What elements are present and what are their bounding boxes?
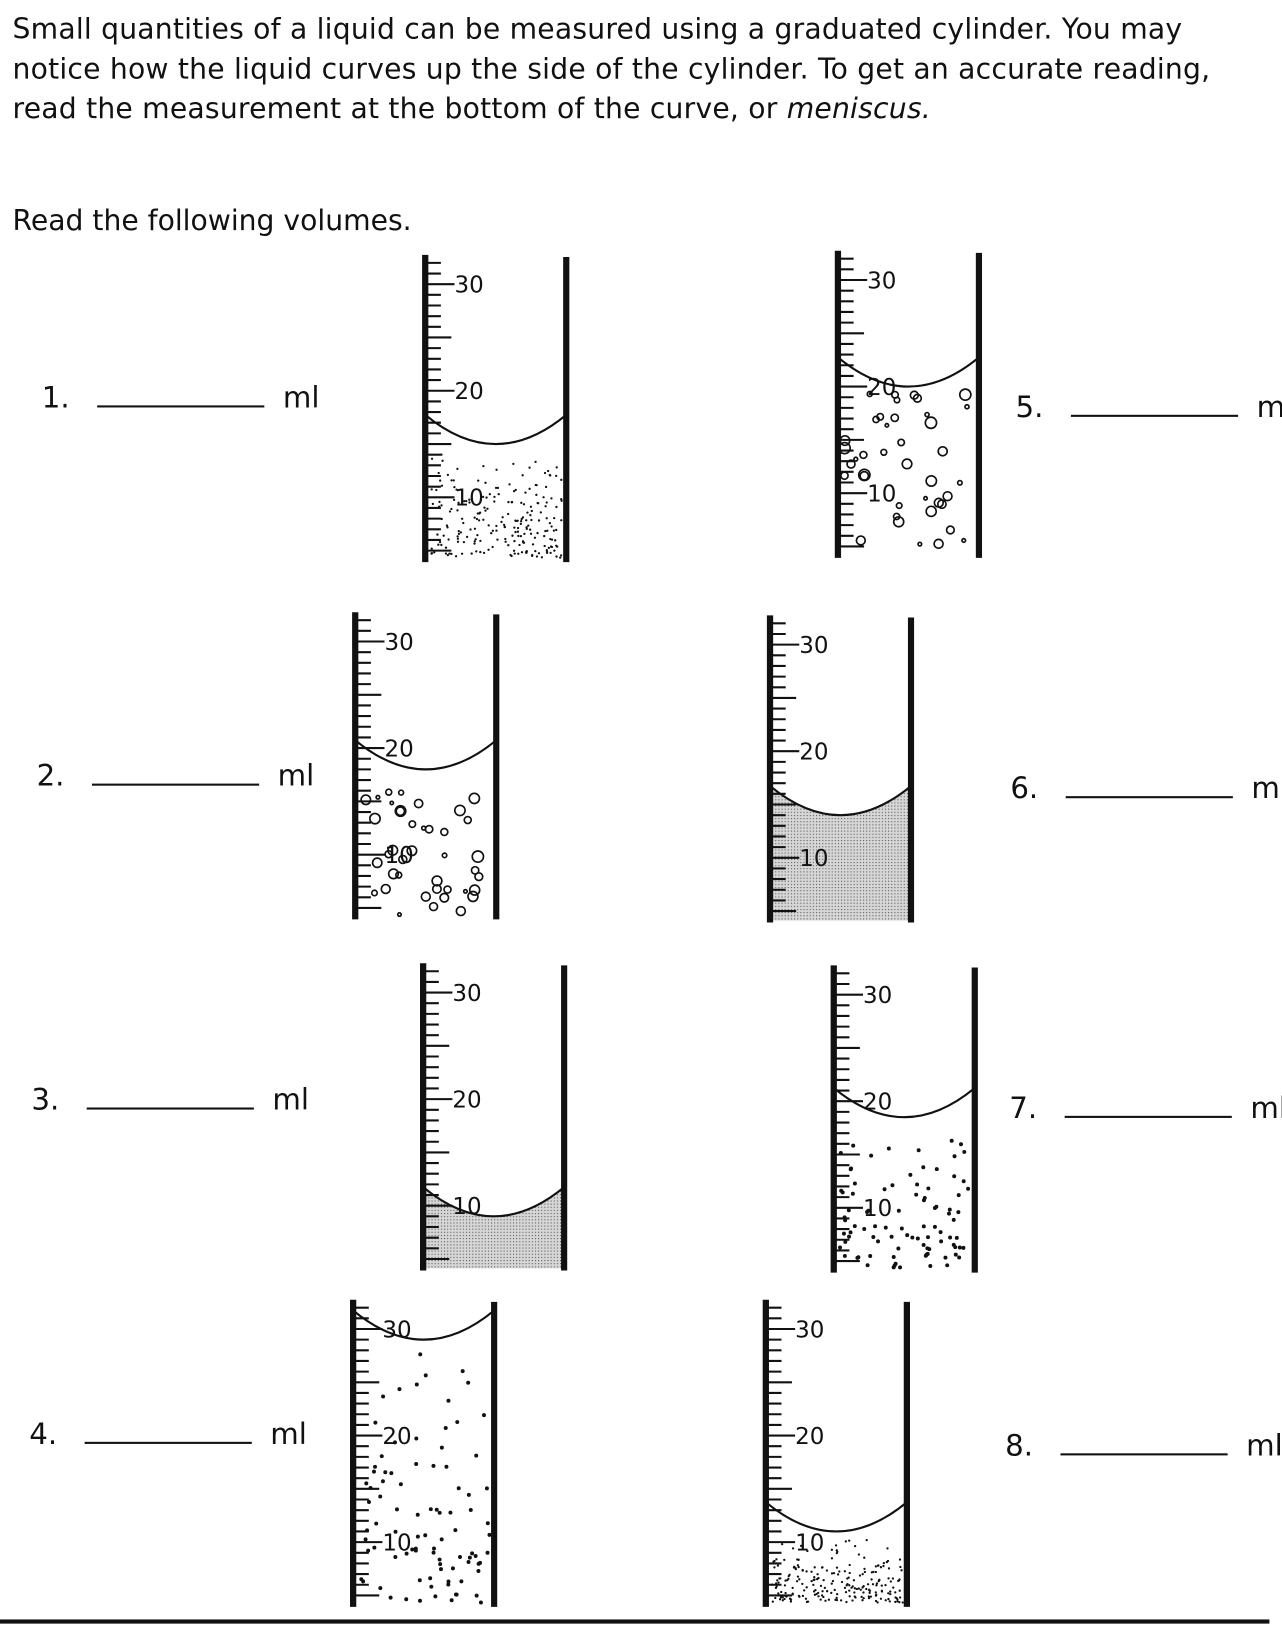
scale-label-10: 10 [382, 1530, 411, 1556]
cylinder-svg: 30 20 10 [420, 963, 568, 1271]
scale-ticks [353, 1306, 383, 1597]
scale-label-20: 20 [384, 736, 413, 762]
cylinder-svg: 30 20 10 [422, 254, 570, 563]
meniscus-term: meniscus. [786, 92, 931, 126]
scale-label-20: 20 [795, 1424, 824, 1450]
liquid-texture [359, 1352, 492, 1605]
scale-label-20: 20 [452, 1087, 481, 1113]
question-8: 8. ml [1005, 1428, 1282, 1462]
question-number: 2. [36, 758, 65, 794]
graduated-cylinder-2: 30 20 10 [348, 608, 500, 926]
scale-label-10: 10 [452, 1194, 481, 1220]
liquid-texture [838, 1138, 971, 1270]
scale-label-10: 10 [384, 843, 413, 869]
meniscus [765, 1501, 908, 1533]
scale-ticks [355, 619, 385, 909]
question-number: 7. [1009, 1090, 1038, 1126]
bottom-rule [0, 1619, 1270, 1624]
unit-label: ml [1257, 390, 1282, 424]
unit-label: ml [277, 758, 315, 794]
question-2: 2. ml [37, 759, 315, 793]
question-number: 6. [1010, 771, 1039, 806]
meniscus [837, 356, 980, 388]
graduated-cylinder-1: 30 20 10 [418, 251, 570, 569]
answer-blank[interactable] [84, 1441, 252, 1444]
answer-blank[interactable] [1065, 795, 1233, 799]
scale-label-30: 30 [867, 268, 896, 294]
scale-label-20: 20 [382, 1424, 411, 1450]
scale-label-30: 30 [452, 981, 481, 1007]
cylinder-svg: 30 20 10 [766, 615, 915, 923]
graduated-cylinder-3: 30 20 10 [416, 959, 568, 1277]
scale-label-30: 30 [799, 633, 828, 659]
scale-label-10: 10 [454, 486, 483, 512]
scale-ticks [833, 972, 864, 1263]
scale-label-20: 20 [454, 379, 483, 405]
scale-label-30: 30 [382, 1317, 411, 1343]
unit-label: ml [1246, 1428, 1282, 1463]
question-1: 1. ml [42, 380, 320, 414]
cylinder-svg: 30 20 10 [350, 1299, 498, 1607]
liquid-texture [770, 1539, 904, 1604]
cylinder-svg: 30 20 10 [762, 1299, 911, 1607]
question-number: 1. [41, 380, 70, 415]
question-number: 4. [29, 1416, 58, 1452]
liquid [423, 1187, 565, 1269]
graduated-cylinder-8: 30 20 10 [759, 1296, 911, 1614]
question-6: 6. ml [1010, 771, 1282, 805]
unit-label: ml [270, 1416, 307, 1452]
answer-blank[interactable] [91, 783, 259, 786]
unit-label: ml [1250, 1090, 1282, 1126]
answer-blank[interactable] [1060, 1452, 1228, 1456]
question-4: 4. ml [29, 1417, 307, 1451]
unit-label: ml [1251, 771, 1282, 806]
answer-blank[interactable] [96, 404, 265, 408]
scale-ticks [765, 1306, 796, 1597]
question-number: 5. [1015, 389, 1044, 425]
cylinder-svg: 30 20 10 [830, 965, 978, 1273]
meniscus [769, 785, 912, 817]
liquid [353, 1310, 494, 1604]
unit-label: ml [272, 1082, 310, 1117]
intro-paragraph: Small quantities of a liquid can be meas… [13, 10, 1246, 129]
liquid [770, 785, 912, 921]
answer-blank[interactable] [86, 1106, 254, 1110]
answer-blank[interactable] [1070, 414, 1238, 417]
meniscus [833, 1087, 976, 1119]
meniscus [354, 739, 497, 771]
scale-ticks [837, 257, 868, 548]
scale-label-30: 30 [863, 983, 892, 1009]
scale-label-30: 30 [454, 273, 483, 299]
scale-label-10: 10 [799, 846, 828, 872]
scale-label-10: 10 [867, 482, 896, 508]
meniscus [424, 413, 567, 446]
intro-text: Small quantities of a liquid can be meas… [12, 13, 1211, 126]
scale-label-30: 30 [795, 1317, 824, 1343]
meniscus [422, 1186, 565, 1218]
question-7: 7. ml [1009, 1091, 1282, 1125]
scale-label-30: 30 [384, 630, 413, 656]
instruction: Read the following volumes. [12, 204, 412, 238]
question-3: 3. ml [31, 1082, 309, 1116]
unit-label: ml [282, 380, 320, 415]
scale-label-20: 20 [863, 1090, 892, 1116]
question-number: 8. [1005, 1428, 1034, 1463]
answer-blank[interactable] [1064, 1115, 1232, 1118]
scale-label-10: 10 [863, 1196, 892, 1222]
liquid-texture [838, 388, 972, 550]
liquid-texture [430, 453, 563, 559]
question-number: 3. [31, 1082, 60, 1117]
meniscus [352, 1309, 495, 1341]
graduated-cylinder-6: 30 20 10 [763, 611, 915, 929]
question-5: 5. ml [1016, 390, 1282, 424]
scale-label-10: 10 [795, 1530, 824, 1556]
cylinder-svg: 30 20 10 [352, 612, 500, 920]
scale-ticks [425, 261, 455, 552]
liquid-texture [360, 788, 485, 918]
graduated-cylinder-4: 30 20 10 [346, 1296, 498, 1614]
graduated-cylinder-7: 30 20 10 [826, 961, 978, 1279]
scale-label-20: 20 [799, 740, 828, 766]
